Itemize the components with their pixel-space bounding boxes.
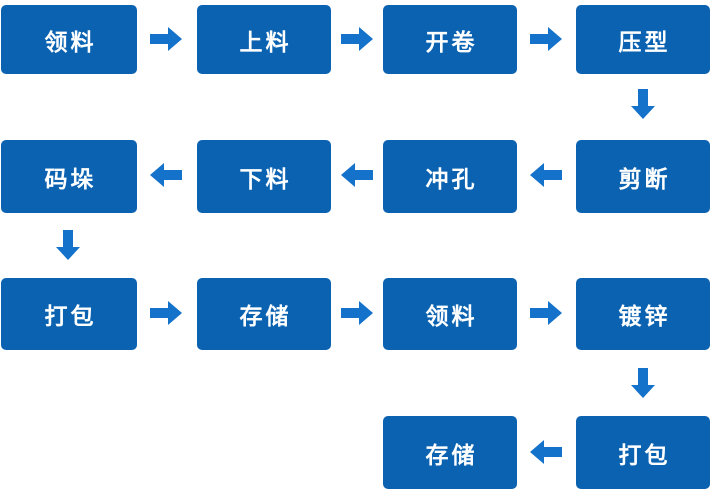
arrow-right-icon <box>341 27 373 51</box>
node-press-form: 压型 <box>576 5 710 74</box>
node-load-material: 上料 <box>197 5 331 74</box>
node-store-2: 存储 <box>383 416 517 489</box>
node-shear-cut: 剪断 <box>576 140 710 213</box>
arrow-right-icon <box>530 301 562 325</box>
node-uncoil: 开卷 <box>383 5 517 74</box>
node-store-1: 存储 <box>197 278 331 350</box>
arrow-right-icon <box>341 301 373 325</box>
arrow-down-icon <box>631 368 655 398</box>
node-pack-1: 打包 <box>1 278 137 350</box>
node-unload-material: 下料 <box>197 140 331 213</box>
node-palletize: 码垛 <box>1 140 137 213</box>
arrow-left-icon <box>150 163 182 187</box>
arrow-right-icon <box>150 27 182 51</box>
node-receive-material-2: 领料 <box>383 278 517 350</box>
arrow-left-icon <box>341 163 373 187</box>
arrow-down-icon <box>631 89 655 119</box>
arrow-right-icon <box>530 27 562 51</box>
node-punch-holes: 冲孔 <box>383 140 517 213</box>
node-receive-material-1: 领料 <box>1 5 137 74</box>
arrow-left-icon <box>530 163 562 187</box>
arrow-down-icon <box>56 230 80 260</box>
arrow-right-icon <box>150 301 182 325</box>
arrow-left-icon <box>530 440 562 464</box>
node-pack-2: 打包 <box>576 416 710 489</box>
node-galvanize: 镀锌 <box>576 278 710 350</box>
